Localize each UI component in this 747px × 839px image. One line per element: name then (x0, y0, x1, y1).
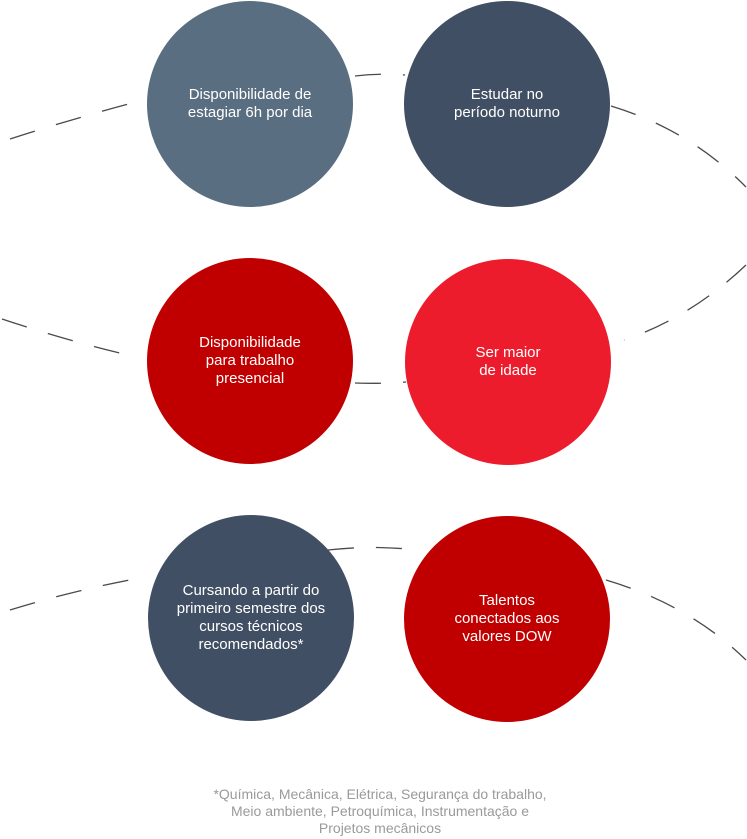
connector-line (1, 318, 129, 356)
requirement-circle-night-study: Estudar no período noturno (404, 1, 610, 207)
requirement-label: Disponibilidade para trabalho presencial (199, 334, 301, 387)
connector-line (623, 264, 747, 341)
requirement-label: Talentos conectados aos valores DOW (454, 592, 560, 645)
requirement-circle-onsite-work: Disponibilidade para trabalho presencial (147, 258, 353, 464)
connector-line (327, 546, 419, 551)
connector-line (605, 579, 747, 661)
requirement-circle-technical-course: Cursando a partir do primeiro semestre d… (148, 515, 354, 721)
requirement-label: Estudar no período noturno (454, 86, 560, 121)
connector-line (354, 381, 407, 384)
requirement-circle-availability-6h: Disponibilidade de estagiar 6h por dia (147, 1, 353, 207)
connector-line (610, 105, 747, 188)
requirement-label: Ser maior de idade (475, 344, 541, 379)
requirement-circle-legal-age: Ser maior de idade (405, 259, 611, 465)
requirement-label: Cursando a partir do primeiro semestre d… (176, 582, 326, 653)
connector-line (9, 100, 141, 140)
requirement-circle-dow-values: Talentos conectados aos valores DOW (404, 516, 610, 722)
connector-line (354, 73, 406, 77)
connector-line (9, 577, 141, 611)
requirement-label: Disponibilidade de estagiar 6h por dia (187, 86, 313, 121)
footnote-recommended-courses: *Química, Mecânica, Elétrica, Segurança … (213, 786, 547, 836)
